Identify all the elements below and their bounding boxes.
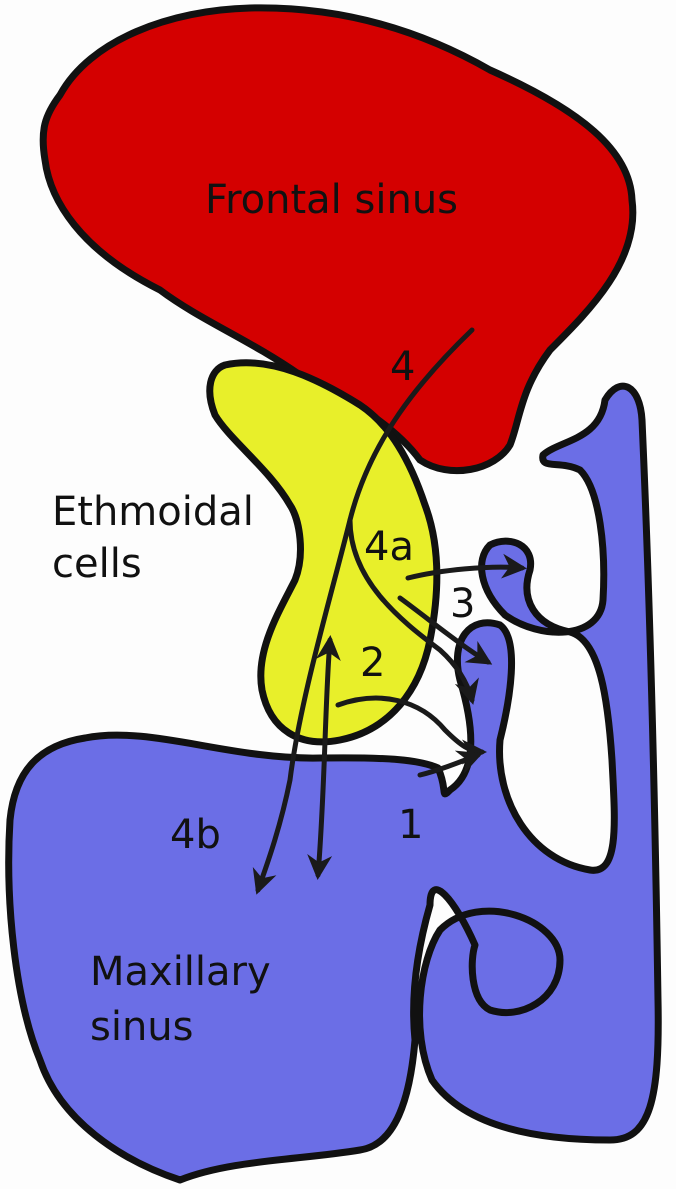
pathway-2-meatus-arrow — [335, 695, 487, 765]
pathway-4a-label: 4a — [364, 524, 414, 570]
pathway-4a-arrow — [347, 517, 479, 705]
ethmoidal-cells-label-line2: cells — [52, 541, 142, 587]
frontal-sinus-shape — [39, 4, 637, 475]
pathway-1-arrow — [417, 750, 483, 778]
pathway-4a-upper-arrow — [405, 553, 527, 581]
pathway-4-arrow — [252, 327, 475, 895]
pathway-3-label: 3 — [450, 581, 475, 627]
maxillary-sinus-label-line2: sinus — [90, 1004, 194, 1050]
pathway-1-label: 1 — [398, 802, 423, 848]
pathway-3-arrow — [397, 595, 493, 665]
pathway-4b-label: 4b — [170, 812, 221, 858]
pathway-2-arrow — [307, 635, 341, 880]
pathway-2-label: 2 — [360, 640, 385, 686]
ethmoidal-cells-label-line1: Ethmoidal — [52, 489, 254, 535]
pathway-4-label: 4 — [390, 344, 415, 390]
frontal-sinus-label: Frontal sinus — [205, 177, 458, 223]
maxillary-sinus-label-line1: Maxillary — [90, 949, 271, 995]
